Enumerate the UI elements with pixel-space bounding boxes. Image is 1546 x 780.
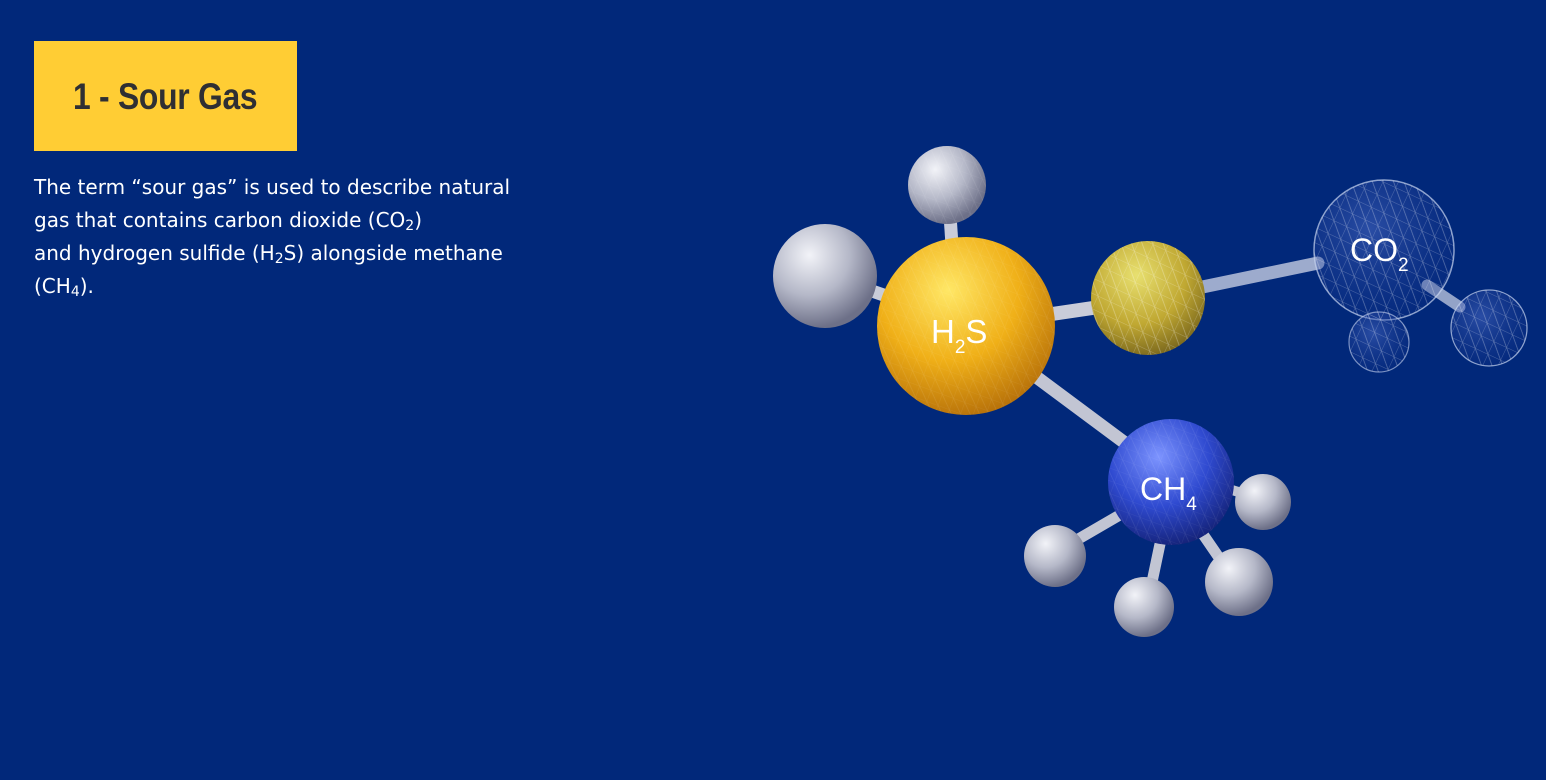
h2s-sulfur-mesh xyxy=(877,237,1055,415)
text-run: S) alongside methane xyxy=(283,241,503,265)
text-run: ). xyxy=(79,274,94,298)
h2s-hydrogen-top-mesh xyxy=(908,146,986,224)
description-line-2: gas that contains carbon dioxide (CO2) xyxy=(34,204,554,237)
ch4-carbon-mesh xyxy=(1108,419,1234,545)
secondary-sulfur-mesh xyxy=(1091,241,1205,355)
h2s-hydrogen-left xyxy=(773,224,877,328)
ch4-hydrogen-bottom xyxy=(1114,577,1174,637)
description-text: The term “sour gas” is used to describe … xyxy=(34,171,554,303)
text-run: ) xyxy=(414,208,423,232)
subscript: 4 xyxy=(70,284,80,300)
ch4-hydrogen-bottom-right xyxy=(1205,548,1273,616)
ch4-molecule xyxy=(1024,419,1291,637)
bond-ch4-left xyxy=(1069,510,1124,547)
text-run: gas that contains carbon dioxide (CO xyxy=(34,208,406,232)
subscript: 2 xyxy=(405,218,415,234)
description-line-4: (CH4). xyxy=(34,270,554,303)
h2s-label: H2S xyxy=(931,313,987,358)
h2s-molecule xyxy=(773,146,1055,415)
subscript: 2 xyxy=(274,251,284,267)
ch4-hydrogen-left xyxy=(1024,525,1086,587)
co2-oxygen-back-mesh xyxy=(1349,312,1409,372)
co2-oxygen-right-mesh xyxy=(1451,290,1527,366)
text-run: and hydrogen sulfide (H xyxy=(34,241,275,265)
description-line-1: The term “sour gas” is used to describe … xyxy=(34,171,554,204)
co2-label: CO2 xyxy=(1350,232,1409,276)
co2-carbon-mesh xyxy=(1314,180,1454,320)
co2-molecule xyxy=(1313,179,1528,373)
bond-ch4-bottom xyxy=(1146,538,1166,588)
title-banner: 1 - Sour Gas xyxy=(34,41,297,151)
bond-s-co2 xyxy=(1181,256,1325,297)
description-line-3: and hydrogen sulfide (H2S) alongside met… xyxy=(34,237,554,270)
slide-title: 1 - Sour Gas xyxy=(73,76,258,117)
ch4-label: CH4 xyxy=(1140,471,1197,515)
secondary-sulfur xyxy=(1091,241,1205,355)
text-run: The term “sour gas” is used to describe … xyxy=(34,175,511,199)
ch4-hydrogen-right xyxy=(1235,474,1291,530)
text-run: (CH xyxy=(34,274,71,298)
